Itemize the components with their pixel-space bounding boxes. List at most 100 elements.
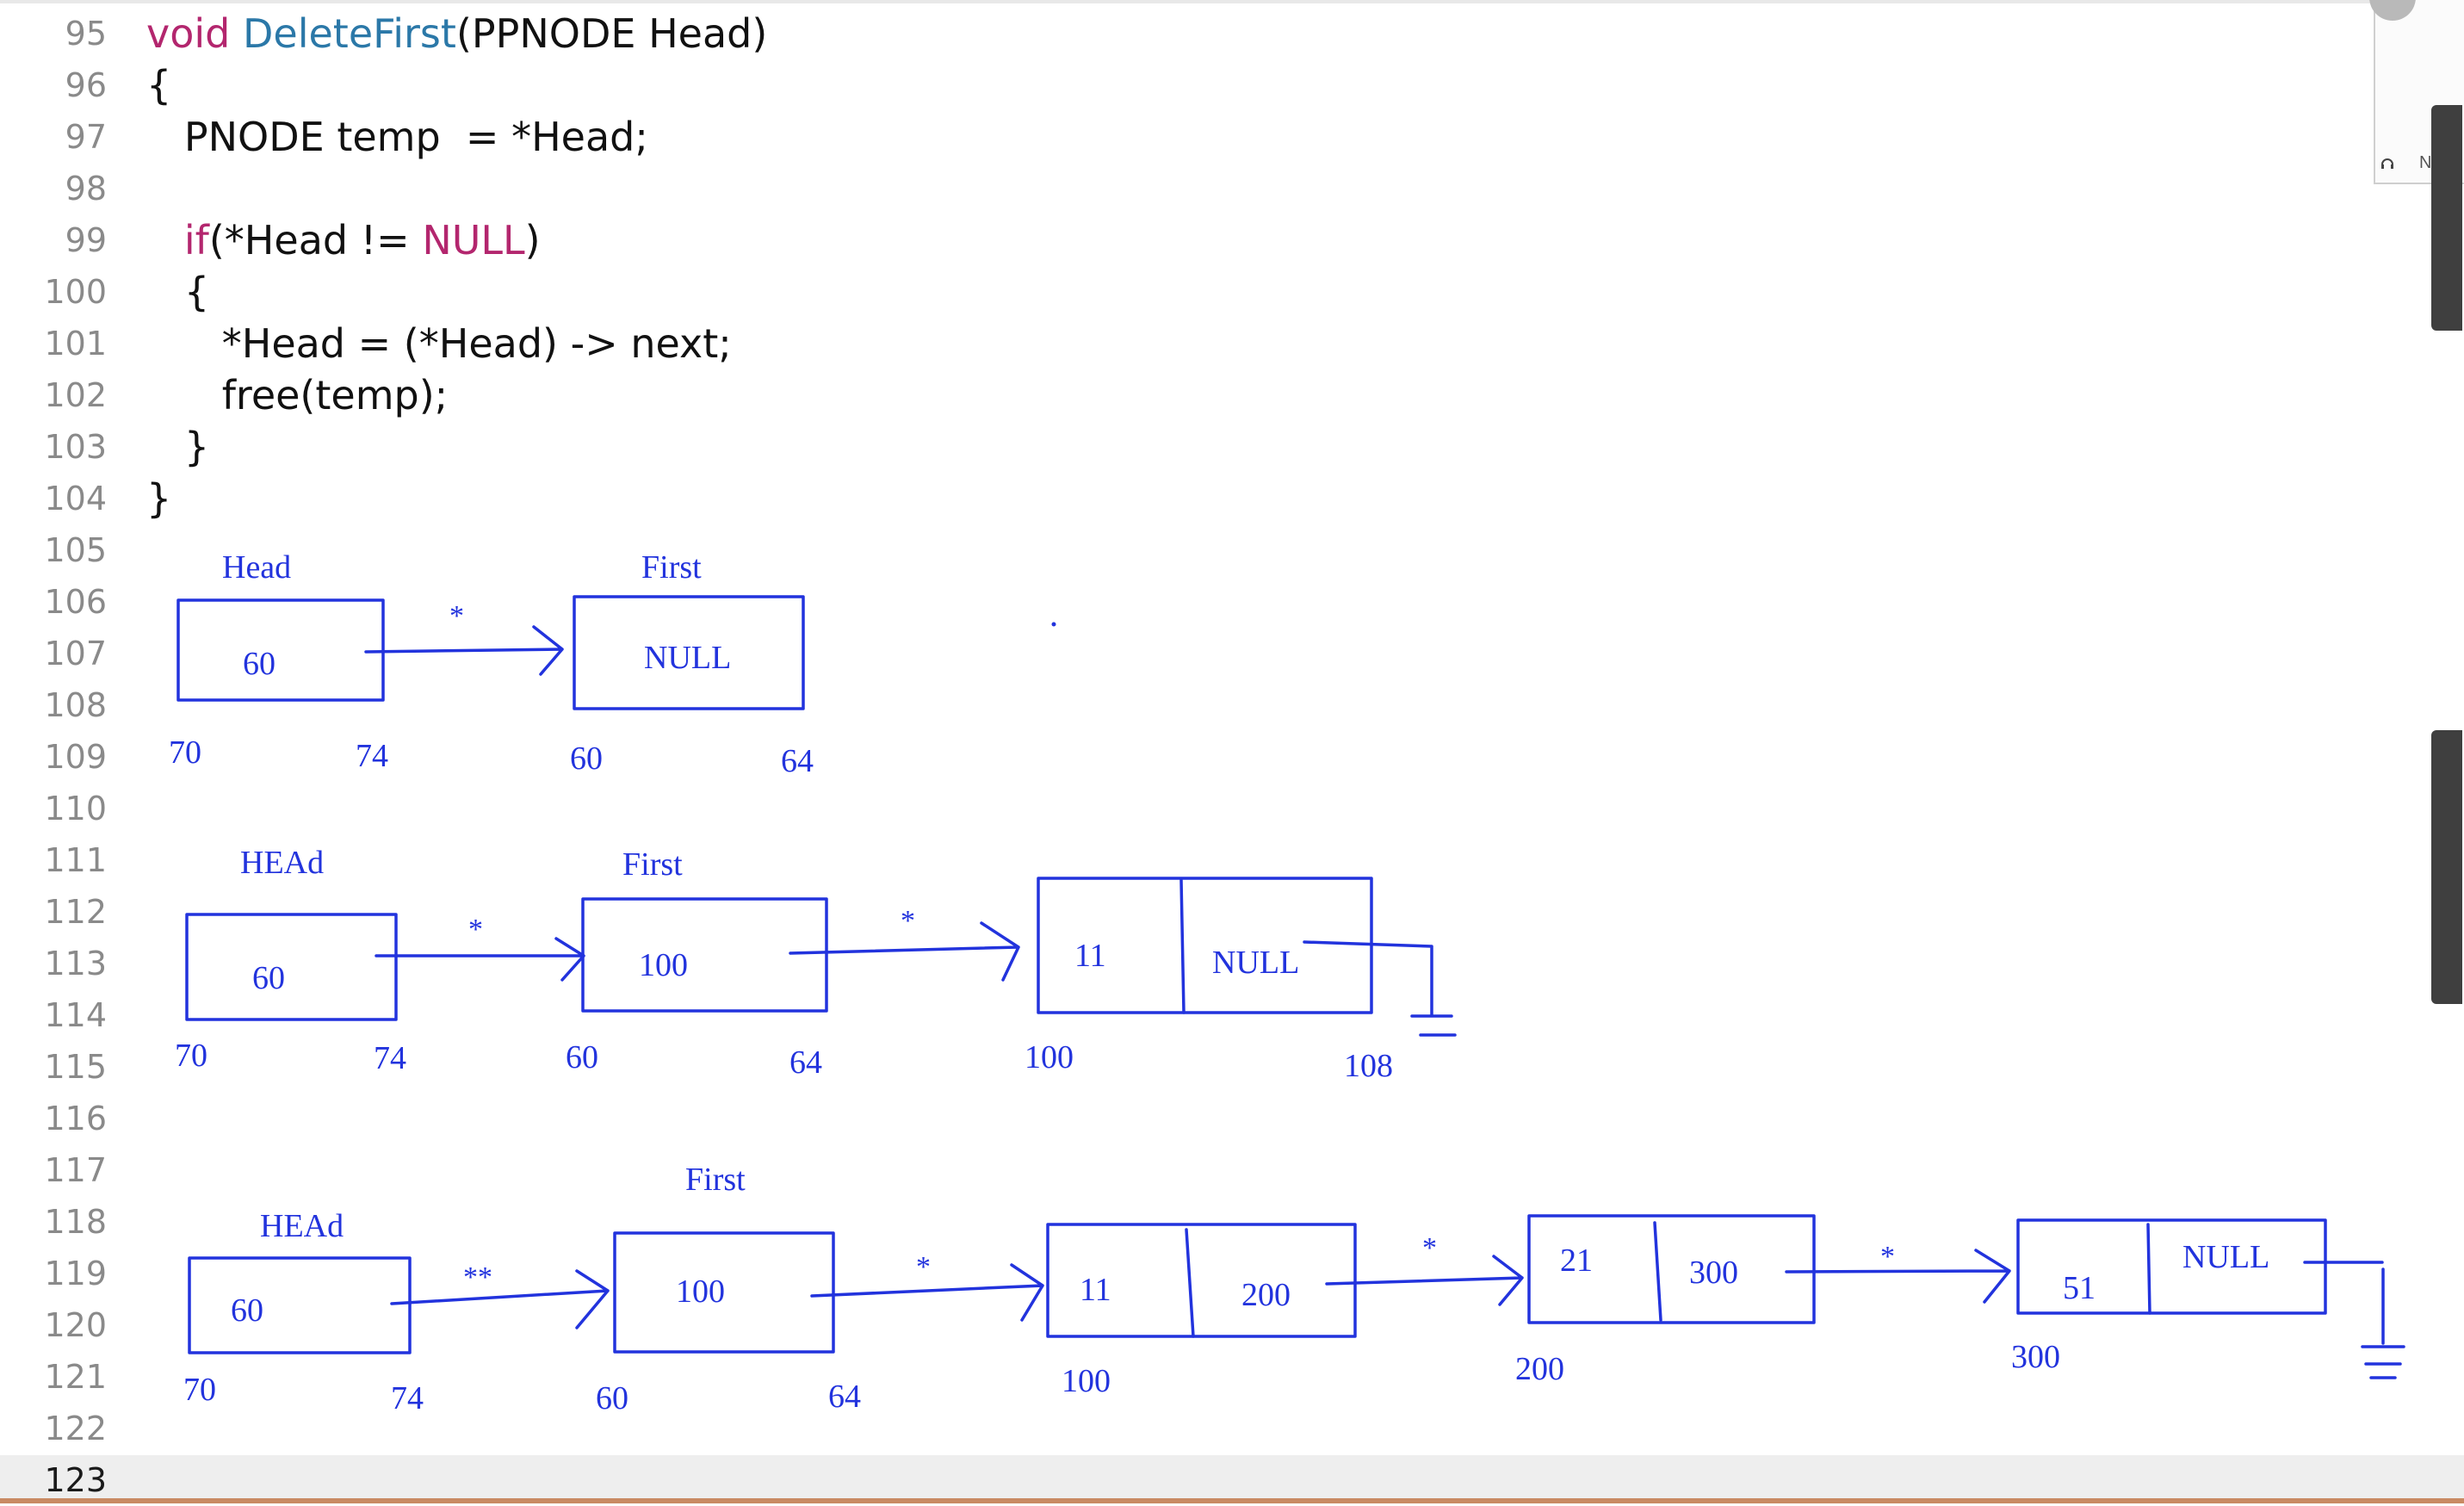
node-next: NULL	[1212, 945, 1299, 981]
diagram-1: Head First 60 * NULL 70 74 60 64	[169, 549, 1056, 779]
code-line[interactable]: if(*Head != NULL)	[146, 214, 541, 266]
line-number: 107	[44, 635, 107, 672]
line-number: 112	[44, 893, 107, 931]
address-label: 64	[781, 743, 814, 779]
code-line[interactable]: void DeleteFirst(PPNODE Head)	[146, 8, 767, 59]
line-number: 108	[44, 686, 107, 724]
first-box-value: 100	[676, 1274, 725, 1310]
line-number: 115	[44, 1048, 107, 1086]
code-line[interactable]: free(temp);	[146, 372, 449, 418]
diagram-2: HEAd First 60 * 100 * 11 NULL 70 74 60 6…	[175, 845, 1457, 1084]
line-number: 113	[44, 945, 107, 982]
address-label: 70	[183, 1372, 216, 1408]
line-number-current: 123	[44, 1461, 107, 1499]
ground-symbol	[2303, 1261, 2405, 1379]
keyword: void	[146, 10, 231, 57]
deref-star: *	[916, 1251, 931, 1283]
address-label: 60	[596, 1380, 628, 1416]
label-first: First	[641, 549, 702, 586]
arrow	[1785, 1249, 2011, 1304]
node-next: 300	[1689, 1255, 1738, 1291]
line-number: 99	[65, 221, 107, 259]
line-number: 120	[44, 1306, 107, 1344]
scrollbar-thumb[interactable]	[2431, 105, 2462, 331]
address-label: 74	[356, 738, 388, 774]
code-text: (PPNODE Head)	[455, 10, 768, 57]
line-number: 96	[65, 66, 107, 104]
node-box-2	[1527, 1214, 1816, 1324]
node-data: 11	[1080, 1272, 1111, 1308]
line-number: 114	[44, 996, 107, 1034]
first-box	[581, 897, 828, 1013]
address-label: 70	[169, 734, 201, 771]
deref-star: **	[463, 1261, 492, 1293]
line-number: 102	[44, 376, 107, 414]
code-line[interactable]: }	[146, 475, 172, 522]
label-head: HEAd	[240, 845, 324, 881]
code-line[interactable]: PNODE temp = *Head;	[146, 114, 648, 160]
line-number: 95	[65, 15, 107, 53]
code-line[interactable]: *Head = (*Head) -> next;	[146, 320, 732, 367]
current-line-highlight	[0, 1455, 2464, 1498]
node-next: NULL	[2182, 1239, 2269, 1275]
head-box	[185, 913, 398, 1021]
address-label: 60	[570, 741, 603, 777]
line-number: 121	[44, 1358, 107, 1396]
line-number: 103	[44, 428, 107, 466]
deref-star: *	[449, 600, 464, 632]
line-number: 106	[44, 583, 107, 621]
arrow	[364, 625, 564, 676]
address-label: 74	[391, 1380, 424, 1416]
ink-dot	[1051, 622, 1056, 627]
code-text: )	[524, 217, 541, 263]
arrow	[390, 1269, 610, 1329]
address-label: 100	[1025, 1039, 1074, 1075]
node-data: 51	[2063, 1270, 2096, 1306]
arrow	[810, 1263, 1044, 1322]
headset-icon	[2381, 158, 2393, 169]
label-first: First	[622, 846, 683, 883]
node-next: 200	[1241, 1277, 1291, 1313]
keyword: NULL	[422, 217, 525, 263]
line-number: 105	[44, 531, 107, 569]
function-name: DeleteFirst	[242, 10, 456, 57]
first-box-value: 100	[639, 947, 688, 983]
address-label: 64	[828, 1379, 861, 1415]
first-box-value: NULL	[644, 640, 731, 676]
line-number: 122	[44, 1410, 107, 1447]
address-label: 200	[1515, 1351, 1564, 1387]
label-head: Head	[222, 549, 291, 586]
address-label: 108	[1344, 1048, 1393, 1084]
node-divider	[2146, 1223, 2151, 1315]
label-first: First	[685, 1162, 746, 1198]
node-divider	[1179, 878, 1186, 1014]
address-label: 74	[374, 1040, 406, 1076]
line-number: 100	[44, 273, 107, 311]
line-number: 109	[44, 738, 107, 776]
first-box	[573, 595, 805, 710]
address-label: 100	[1062, 1363, 1111, 1399]
scrollbar-thumb[interactable]	[2431, 730, 2462, 1004]
code-line[interactable]: {	[146, 269, 210, 315]
line-number: 117	[44, 1151, 107, 1189]
head-box	[188, 1256, 412, 1354]
line-number: 116	[44, 1100, 107, 1137]
line-number: 118	[44, 1203, 107, 1241]
head-box	[176, 598, 385, 702]
first-box	[613, 1231, 835, 1354]
side-panel[interactable]	[2374, 0, 2464, 184]
node-box-1	[1046, 1223, 1357, 1338]
node-data: 21	[1560, 1243, 1593, 1279]
deref-star: *	[1422, 1232, 1437, 1264]
deref-star: *	[468, 914, 483, 945]
head-box-value: 60	[243, 646, 275, 682]
code-line[interactable]: {	[146, 62, 172, 108]
arrow	[1325, 1255, 1524, 1306]
label-head: HEAd	[260, 1208, 344, 1244]
code-line[interactable]: }	[146, 424, 210, 470]
top-border	[0, 0, 2374, 3]
arrow	[789, 921, 1020, 982]
line-number: 119	[44, 1255, 107, 1292]
